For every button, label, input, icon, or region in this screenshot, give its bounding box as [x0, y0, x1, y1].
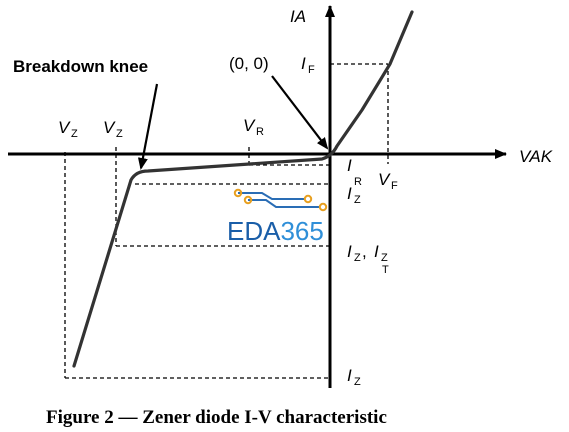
- svg-text:Z: Z: [354, 252, 361, 264]
- guide-lines: [64, 63, 389, 379]
- svg-text:I: I: [347, 242, 352, 261]
- svg-text:,: ,: [362, 242, 367, 261]
- figure-caption: Figure 2 — Zener diode I-V characteristi…: [46, 407, 387, 428]
- svg-text:I: I: [347, 366, 352, 385]
- origin-pointer-arrow: [271, 75, 329, 150]
- svg-text:F: F: [391, 180, 398, 192]
- svg-text:I: I: [301, 54, 306, 73]
- svg-text:T: T: [382, 264, 389, 276]
- if-label: I F: [301, 54, 315, 76]
- svg-text:V: V: [243, 116, 256, 135]
- ir-label: I R: [347, 156, 362, 188]
- knee-pointer-arrow: [137, 83, 159, 170]
- svg-text:R: R: [256, 126, 264, 138]
- svg-text:I: I: [374, 242, 379, 261]
- svg-text:Z: Z: [116, 128, 123, 140]
- vr-label: V R: [243, 116, 264, 138]
- iv-curve: [72, 10, 414, 368]
- vz-outer-label: V Z: [58, 118, 78, 140]
- eda365-watermark-logo: EDA365: [227, 188, 328, 246]
- svg-text:Z: Z: [71, 128, 78, 140]
- breakdown-knee-label: Breakdown knee: [13, 57, 148, 76]
- svg-text:V: V: [103, 118, 116, 137]
- x-axis-label: VAK: [519, 147, 553, 166]
- svg-text:I: I: [347, 184, 352, 203]
- svg-text:V: V: [378, 170, 391, 189]
- svg-text:F: F: [308, 64, 315, 76]
- svg-text:Z: Z: [354, 194, 361, 206]
- vf-label: V F: [378, 170, 398, 192]
- iz-test-label: I Z , I Z T: [347, 242, 389, 276]
- vz-inner-label: V Z: [103, 118, 123, 140]
- watermark-text: EDA365: [227, 216, 324, 246]
- y-axis-label: IA: [290, 7, 306, 26]
- origin-label: (0, 0): [229, 54, 269, 73]
- iz-max-label: I Z: [347, 366, 361, 388]
- svg-text:V: V: [58, 118, 71, 137]
- iz-knee-label: I Z: [347, 184, 361, 206]
- svg-text:Z: Z: [381, 252, 388, 264]
- svg-text:R: R: [354, 176, 362, 188]
- svg-text:I: I: [347, 156, 352, 175]
- circuit-trace-icon: [233, 188, 328, 212]
- svg-text:Z: Z: [354, 376, 361, 388]
